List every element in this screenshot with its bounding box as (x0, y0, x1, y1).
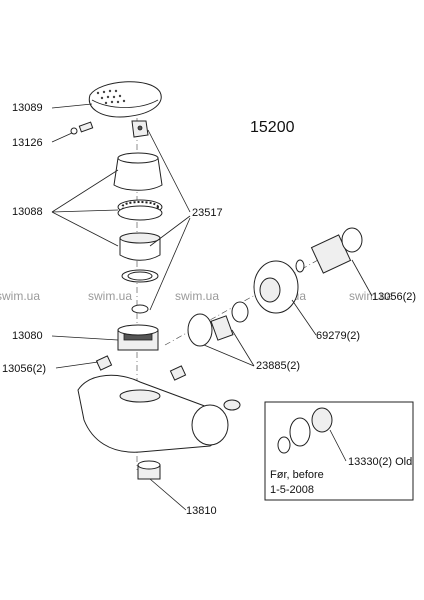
watermark-5: swim.ua (349, 289, 393, 303)
check-valve-right (169, 365, 187, 381)
leader-13088-b (51, 209, 119, 213)
leader-13056-right (351, 259, 373, 297)
eccentric-23885 (187, 301, 249, 347)
inset-note-line2: 1-5-2008 (270, 484, 314, 496)
side-axis (164, 244, 346, 346)
handle-13089 (88, 81, 162, 118)
spline-ring-13088 (117, 199, 163, 221)
label-13126: 13126 (12, 137, 43, 149)
watermark-2: swim.ua (88, 289, 132, 303)
aerator-13810 (137, 460, 161, 480)
label-23517: 23517 (192, 207, 223, 219)
leader-23517-b (149, 215, 191, 247)
screw-13126 (70, 121, 94, 135)
leader-69279 (291, 299, 317, 336)
inset-note-line1: Før, before (270, 469, 324, 481)
leader-13088-c (51, 211, 119, 247)
mixer-body (77, 374, 241, 453)
label-69279: 69279(2) (316, 330, 360, 342)
watermark-1: swim.ua (0, 289, 40, 303)
label-13088: 13088 (12, 206, 43, 218)
label-13810: 13810 (186, 505, 217, 517)
connector-right (295, 227, 363, 274)
check-valve-left (95, 355, 113, 371)
ring-23517 (121, 269, 159, 283)
leader-13088-a (51, 169, 119, 213)
o-ring-small (131, 304, 149, 314)
label-13056-right: 13056(2) (372, 291, 416, 303)
leader-23517-c (149, 217, 191, 311)
bushing (119, 232, 161, 261)
leader-13089 (51, 103, 93, 109)
inset-box: 13330(2) Old Før, before 1-5-2008 (264, 401, 414, 501)
leader-13126 (51, 132, 73, 143)
watermark-row: swim.ua swim.ua swim.ua swim.ua swim.ua (0, 289, 393, 303)
adapter-part (131, 120, 149, 138)
label-13330: 13330(2) Old (348, 456, 412, 468)
diagram-title: 15200 (250, 119, 295, 136)
leader-23517-a (147, 129, 191, 213)
label-13089: 13089 (12, 102, 43, 114)
watermark-3: swim.ua (175, 289, 219, 303)
leader-13080 (51, 335, 119, 341)
inset-parts (277, 407, 333, 454)
leader-13810 (149, 478, 187, 511)
leader-23885-b (231, 329, 255, 367)
label-23885: 23885(2) (256, 360, 300, 372)
label-13080: 13080 (12, 330, 43, 342)
label-13056: 13056(2) (2, 363, 46, 375)
cartridge-13080 (117, 324, 159, 351)
cap-ring (113, 152, 163, 191)
leader-23885-a (203, 344, 255, 367)
leader-13330 (329, 429, 347, 462)
rosette-69279 (253, 260, 299, 314)
leader-13056 (55, 361, 99, 369)
